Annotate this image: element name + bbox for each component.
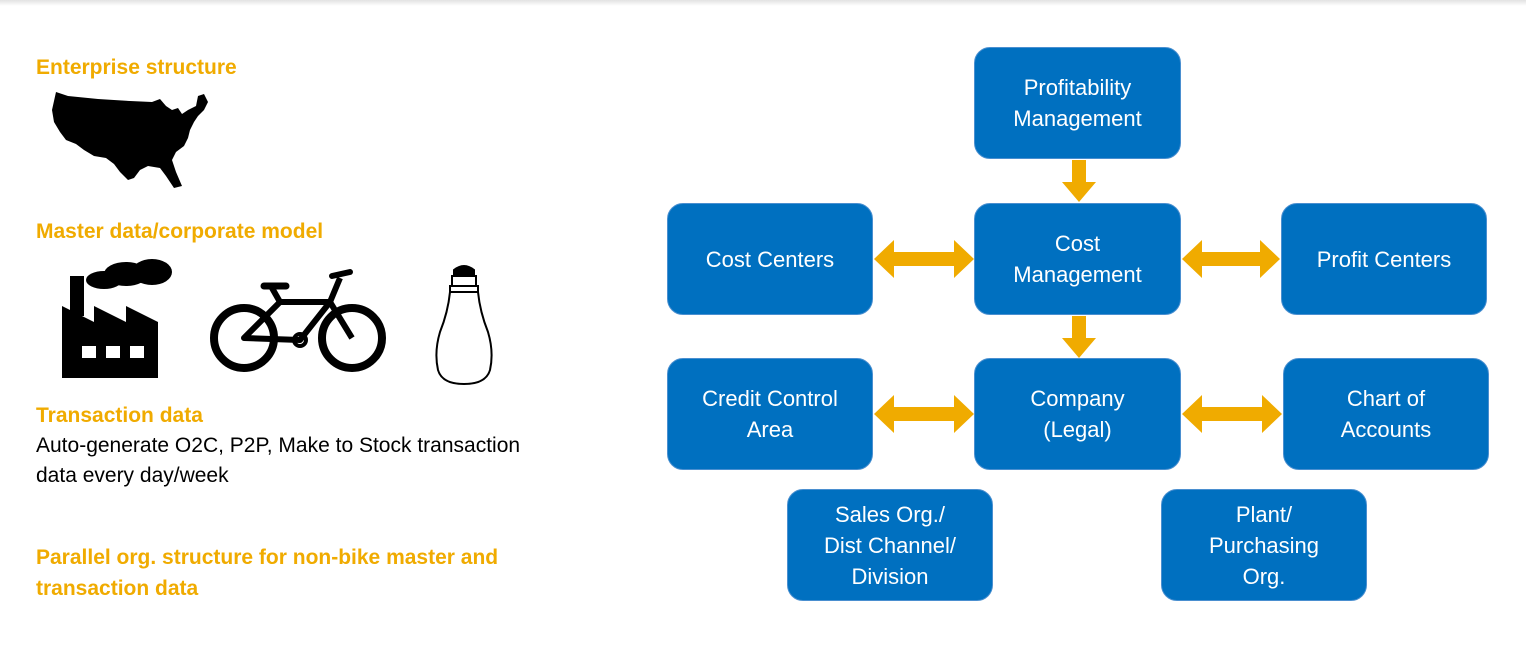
arrow-cost-management-profit-centers xyxy=(1182,240,1280,278)
profitability-management-box: Profitability Management xyxy=(974,47,1181,159)
parallel-org-heading: Parallel org. structure for non-bike mas… xyxy=(36,546,499,600)
transaction-data-description: Auto-generate O2C, P2P, Make to Stock tr… xyxy=(36,434,521,487)
arrow-cost-centers-cost-management xyxy=(874,240,974,278)
chart-of-accounts-box: Chart of Accounts xyxy=(1283,358,1489,470)
arrow-company-chart-of-accounts xyxy=(1182,395,1282,433)
cost-management-box: Cost Management xyxy=(974,203,1181,315)
master-data-heading: Master data/corporate model xyxy=(36,220,324,243)
bicycle-icon xyxy=(210,269,386,372)
plant-purchasing-org-box: Plant/ Purchasing Org. xyxy=(1161,489,1367,601)
arrow-cost-to-company xyxy=(1062,316,1096,358)
cost-centers-box: Cost Centers xyxy=(667,203,873,315)
transaction-data-heading: Transaction data xyxy=(36,404,203,427)
arrow-credit-control-company xyxy=(874,395,974,433)
enterprise-structure-heading: Enterprise structure xyxy=(36,56,237,79)
arrow-profitability-to-cost xyxy=(1062,160,1096,202)
credit-control-area-box: Credit Control Area xyxy=(667,358,873,470)
top-shadow-bar xyxy=(0,0,1526,6)
water-bottle-icon xyxy=(435,265,493,386)
company-legal-box: Company (Legal) xyxy=(974,358,1181,470)
factory-icon xyxy=(62,259,172,378)
usa-map-icon xyxy=(52,92,208,188)
profit-centers-box: Profit Centers xyxy=(1281,203,1487,315)
sales-org-box: Sales Org./ Dist Channel/ Division xyxy=(787,489,993,601)
